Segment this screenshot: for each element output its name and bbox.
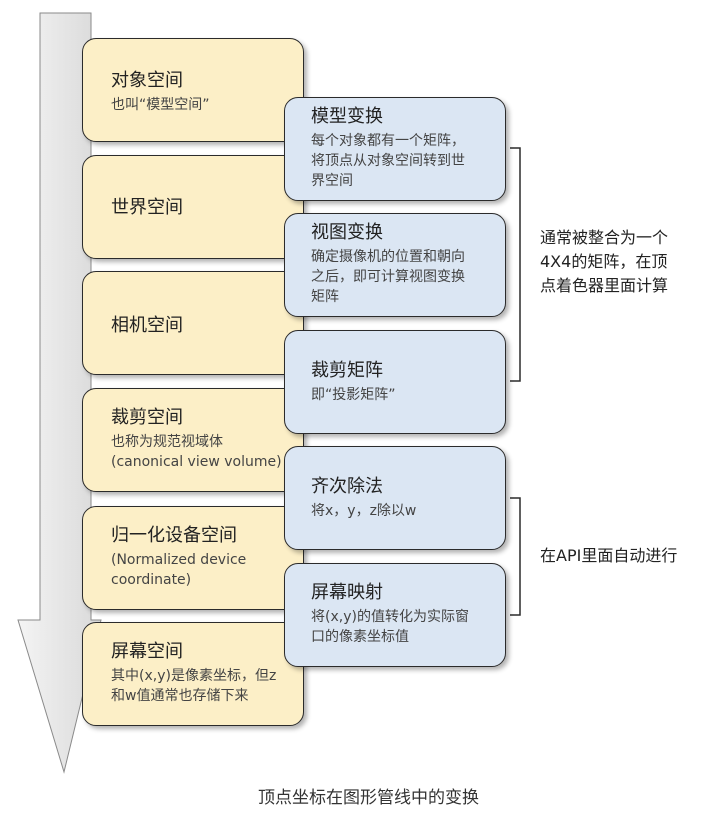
transform-title: 齐次除法 bbox=[311, 476, 383, 497]
space-desc-line: (canonical view volume) bbox=[111, 454, 282, 470]
space-desc-line: coordinate) bbox=[111, 572, 192, 588]
space-desc: 也称为规范视域体 (canonical view volume) bbox=[111, 432, 303, 472]
transform-desc: 每个对象都有一个矩阵， 将顶点从对象空间转到世界空间 bbox=[311, 131, 505, 191]
transform-title: 裁剪矩阵 bbox=[311, 360, 383, 381]
space-desc: 也叫“模型空间” bbox=[111, 97, 210, 113]
note-line: 通常被整合为一个 bbox=[540, 228, 669, 247]
transform-desc-line: 矩阵 bbox=[311, 289, 339, 305]
transform-box-view: 视图变换 确定摄像机的位置和朝向之后，即可计算视图变换矩阵 bbox=[284, 213, 506, 317]
transform-box-homogeneous-divide: 齐次除法 将x，y，z除以w bbox=[284, 446, 506, 550]
space-desc-line: 也称为规范视域体 bbox=[111, 434, 223, 450]
bracket-api bbox=[510, 497, 521, 616]
transform-title: 模型变换 bbox=[311, 106, 383, 127]
space-box-ndc: 归一化设备空间 (Normalized device coordinate) bbox=[82, 506, 304, 610]
transform-desc: 将x，y，z除以w bbox=[311, 503, 417, 519]
transform-box-clip-matrix: 裁剪矩阵 即“投影矩阵” bbox=[284, 330, 506, 434]
transform-desc-line: 将(x,y)的值转化为实际窗 bbox=[311, 609, 469, 625]
note-line: 4X4的矩阵，在顶 bbox=[540, 252, 668, 271]
transform-box-model: 模型变换 每个对象都有一个矩阵， 将顶点从对象空间转到世界空间 bbox=[284, 97, 506, 201]
bracket-combined bbox=[510, 147, 521, 382]
space-title: 对象空间 bbox=[111, 70, 183, 91]
space-box-object: 对象空间 也叫“模型空间” bbox=[82, 38, 304, 142]
note-api-automatic: 在API里面自动进行 bbox=[540, 546, 678, 565]
note-combined-matrix: 通常被整合为一个 4X4的矩阵，在顶点着色器里面计算 bbox=[540, 226, 710, 298]
figure-caption: 顶点坐标在图形管线中的变换 bbox=[258, 788, 479, 808]
transform-desc-line: 确定摄像机的位置和朝向 bbox=[311, 249, 465, 265]
transform-desc: 确定摄像机的位置和朝向之后，即可计算视图变换矩阵 bbox=[311, 247, 505, 307]
space-box-camera: 相机空间 bbox=[82, 271, 304, 375]
space-box-screen: 屏幕空间 其中(x,y)是像素坐标，但z 和w值通常也存储下来 bbox=[82, 622, 304, 726]
transform-desc-line: 每个对象都有一个矩阵， bbox=[311, 133, 465, 149]
space-title: 相机空间 bbox=[111, 315, 183, 336]
transform-desc-line: 界空间 bbox=[311, 173, 353, 189]
note-line: 点着色器里面计算 bbox=[540, 276, 669, 295]
transform-desc: 将(x,y)的值转化为实际窗口的像素坐标值 bbox=[311, 607, 505, 647]
space-desc-line: 和w值通常也存储下来 bbox=[111, 688, 249, 704]
space-desc-line: (Normalized device bbox=[111, 552, 247, 568]
transform-title: 屏幕映射 bbox=[311, 582, 383, 603]
transform-desc-line: 将顶点从对象空间转到世 bbox=[311, 153, 465, 169]
space-title: 归一化设备空间 bbox=[111, 525, 237, 546]
transform-title: 视图变换 bbox=[311, 222, 383, 243]
transform-box-screen-mapping: 屏幕映射 将(x,y)的值转化为实际窗口的像素坐标值 bbox=[284, 563, 506, 667]
space-desc-line: 其中(x,y)是像素坐标，但z bbox=[111, 668, 277, 684]
transform-desc: 即“投影矩阵” bbox=[311, 387, 396, 403]
space-title: 屏幕空间 bbox=[111, 641, 183, 662]
transform-desc-line: 之后，即可计算视图变换 bbox=[311, 269, 465, 285]
space-box-world: 世界空间 bbox=[82, 155, 304, 259]
space-title: 世界空间 bbox=[111, 197, 183, 218]
space-desc: 其中(x,y)是像素坐标，但z 和w值通常也存储下来 bbox=[111, 666, 303, 706]
space-box-clip: 裁剪空间 也称为规范视域体 (canonical view volume) bbox=[82, 388, 304, 492]
space-title: 裁剪空间 bbox=[111, 407, 183, 428]
space-desc: (Normalized device coordinate) bbox=[111, 550, 303, 590]
transform-desc-line: 口的像素坐标值 bbox=[311, 629, 409, 645]
